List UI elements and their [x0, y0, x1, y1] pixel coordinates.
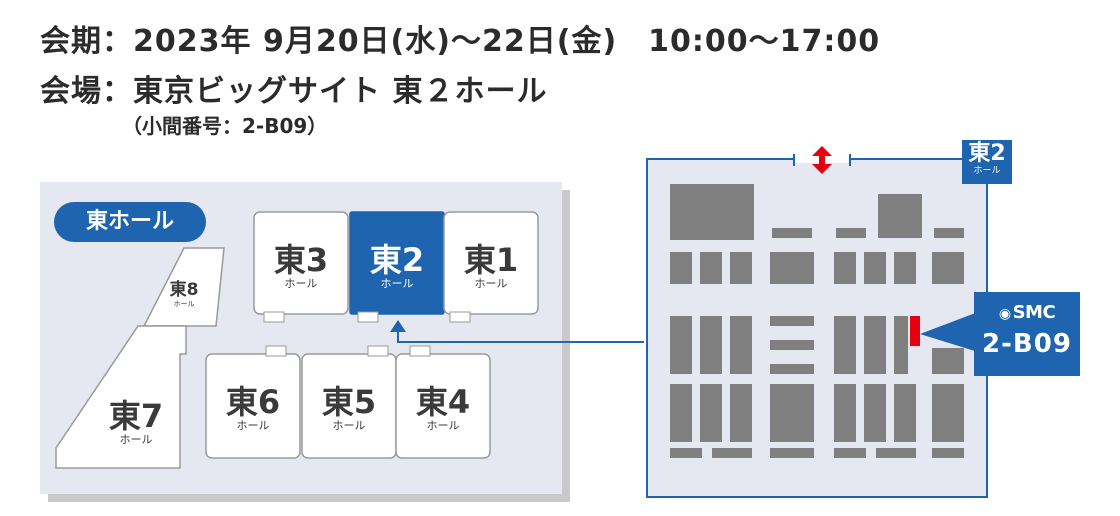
booth-block [670, 184, 754, 240]
hall-2-tag: 東2 ホール [962, 140, 1012, 184]
hall-outline-east-7 [55, 325, 187, 469]
booth-block [932, 252, 964, 284]
hall-east-6: 東6 ホール [206, 386, 300, 431]
hall-east-8: 東8 ホール [164, 282, 204, 308]
entrance-notch [265, 345, 287, 357]
hall-east-6-sub: ホール [236, 419, 270, 432]
entrance-notch [357, 311, 379, 323]
booth-block [894, 252, 916, 284]
booth-block [894, 384, 916, 442]
booth-block [770, 252, 814, 284]
booth-block [700, 316, 722, 374]
booth-block [878, 194, 922, 238]
hall-east-3: 東3 ホール [254, 244, 348, 289]
entrance-notch [367, 345, 389, 357]
entrance-notch [263, 311, 285, 323]
hall-east-3-sub: ホール [284, 277, 318, 290]
booth-block [770, 384, 814, 442]
smc-booth-marker [910, 316, 920, 346]
period-label: 会期： [40, 24, 133, 59]
booth-blocks [670, 184, 964, 458]
hall-outline-east-6 [205, 353, 301, 459]
booth-layout [670, 146, 978, 458]
venue-value: 東京ビッグサイト 東２ホール [133, 74, 548, 109]
hall-outlines [55, 211, 644, 469]
smc-logo-text: SMC [1012, 302, 1056, 323]
booth-block [770, 316, 814, 326]
venue-label: 会場： [40, 74, 133, 109]
hall-east-4: 東4 ホール [396, 386, 490, 431]
hall-outline-east-1 [443, 211, 539, 315]
connector-line [397, 332, 644, 343]
booth-block [670, 252, 692, 284]
east-hall-overview-map: 東ホール 東3 ホール 東2 ホール 東1 ホール 東6 ホール 東5 ホール … [40, 182, 644, 494]
hall-east-2-name: 東2 [369, 241, 425, 279]
booth-block [770, 448, 814, 458]
hall-east-5-name: 東5 [321, 383, 377, 421]
smc-logo: ◉SMC [974, 302, 1080, 323]
booth-block [712, 448, 752, 458]
booth-block [864, 384, 886, 442]
booth-block [836, 228, 866, 238]
booth-number-note: （小間番号：2-B09） [122, 114, 328, 138]
hall-outline-east-8 [142, 247, 225, 327]
hall-east-4-sub: ホール [426, 419, 460, 432]
booth-block [700, 384, 722, 442]
entrance-arrow-icon [812, 146, 832, 174]
booth-block [834, 384, 856, 442]
booth-callout: ◉SMC 2-B09 [974, 292, 1080, 376]
hall-outline-east-3 [253, 211, 349, 315]
hall-east-4-name: 東4 [415, 383, 471, 421]
booth-block [876, 448, 916, 458]
booth-block [770, 340, 814, 350]
hall-2-tag-sub: ホール [973, 166, 1001, 176]
hall-east-8-sub: ホール [173, 300, 195, 308]
entrance-notch [449, 311, 471, 323]
hall-east-7-name: 東7 [108, 397, 164, 435]
pointer-triangle [390, 320, 406, 332]
booth-block [670, 384, 692, 442]
event-period: 会期：2023年 9月20日(水)～22日(金) 10:00～17:00 [40, 16, 880, 60]
booth-code: 2-B09 [982, 329, 1072, 359]
hall-outline-east-4 [395, 353, 491, 459]
booth-block [670, 448, 702, 458]
hall-east-7: 東7 ホール [96, 400, 176, 445]
hall-east-2-sub: ホール [380, 277, 414, 290]
smc-logo-icon: ◉ [998, 306, 1011, 322]
booth-block [772, 228, 812, 238]
booth-block [730, 252, 752, 284]
booth-block [932, 448, 964, 458]
hall-2-detail-map [646, 146, 988, 498]
hall-east-1-name: 東1 [463, 241, 519, 279]
hall-east-8-name: 東8 [169, 280, 199, 300]
callout-pointer [920, 312, 978, 352]
event-venue: 会場：東京ビッグサイト 東２ホール [40, 66, 547, 110]
hall-east-3-name: 東3 [273, 241, 329, 279]
period-value: 2023年 9月20日(水)～22日(金) 10:00～17:00 [133, 24, 881, 59]
booth-block [932, 384, 964, 442]
booth-block [834, 448, 866, 458]
hall-east-5: 東5 ホール [302, 386, 396, 431]
booth-block [834, 316, 856, 374]
hall-east-5-sub: ホール [332, 419, 366, 432]
east-hall-label: 東ホール [54, 202, 206, 242]
booth-block [864, 252, 886, 284]
hall-east-2: 東2 ホール [350, 244, 444, 289]
booth-block [834, 252, 856, 284]
hall-2-tag-name: 東2 [968, 141, 1006, 166]
booth-block [700, 252, 722, 284]
hall-east-1-sub: ホール [474, 277, 508, 290]
booth-block [932, 348, 964, 374]
booth-block [730, 384, 752, 442]
booth-block [730, 316, 752, 374]
hall-east-7-sub: ホール [119, 433, 153, 446]
entrance-notch [409, 345, 431, 357]
booth-block [934, 228, 964, 238]
booth-block [770, 364, 814, 374]
booth-block [894, 316, 908, 374]
hall-east-6-name: 東6 [225, 383, 281, 421]
hall-east-1: 東1 ホール [444, 244, 538, 289]
booth-block [670, 316, 692, 374]
booth-block [864, 316, 886, 374]
